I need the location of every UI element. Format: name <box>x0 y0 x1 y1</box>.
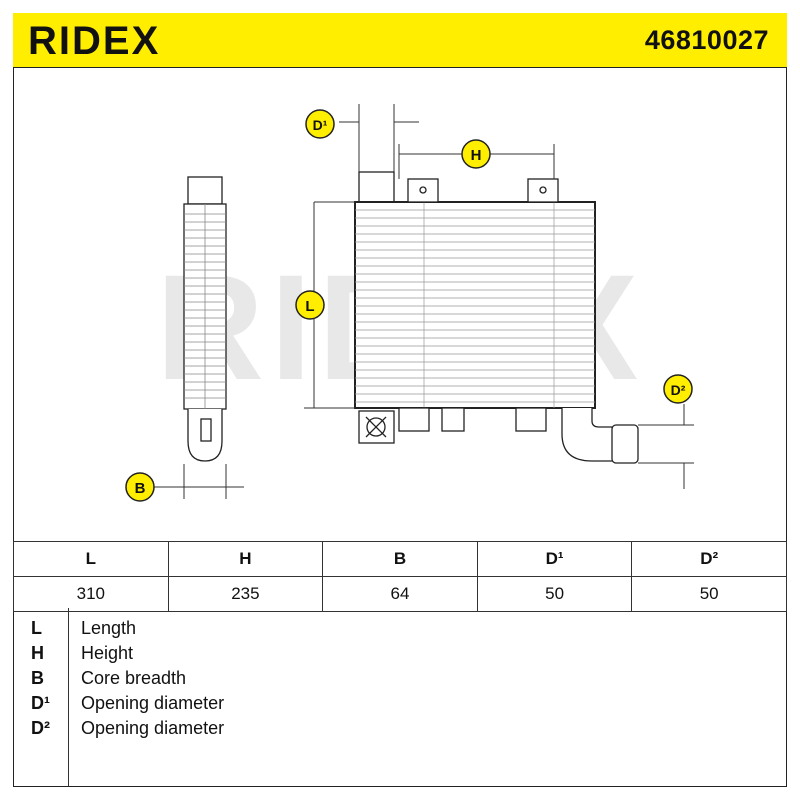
front-view <box>354 171 639 464</box>
legend-key: D¹ <box>31 693 50 713</box>
callout-h-label: H <box>471 147 482 164</box>
legend: L Length H Height B Core breadth D¹ Open… <box>13 608 787 787</box>
legend-key: L <box>31 618 42 638</box>
callout-b: B <box>125 472 155 502</box>
callout-h: H <box>461 139 491 169</box>
legend-label: Core breadth <box>81 668 187 688</box>
callout-d2-label: D² <box>671 382 686 398</box>
callout-l: L <box>295 290 325 320</box>
table-header-cell: L <box>13 541 169 577</box>
table-cell: 235 <box>167 576 324 612</box>
callout-d1-label: D¹ <box>313 117 328 133</box>
table-row: 310 235 64 50 50 <box>13 576 787 612</box>
callout-d1: D¹ <box>305 109 335 139</box>
legend-item: D¹ Opening diameter <box>13 693 713 718</box>
legend-item: L Length <box>13 618 713 643</box>
table-header-cell: D² <box>631 541 787 577</box>
table-header-cell: B <box>322 541 478 577</box>
legend-item: D² Opening diameter <box>13 718 713 743</box>
legend-item: B Core breadth <box>13 668 713 693</box>
part-number: 46810027 <box>644 25 769 55</box>
legend-key: B <box>31 668 44 688</box>
table-header-cell: H <box>167 541 324 577</box>
side-view <box>183 176 227 462</box>
technical-drawing: RIDEX <box>125 104 694 502</box>
table-header-row: L H B D¹ D² <box>13 541 787 577</box>
callout-d2: D² <box>663 374 693 404</box>
legend-key: D² <box>31 718 50 738</box>
table-cell: 64 <box>322 576 478 612</box>
legend-key: H <box>31 643 44 663</box>
callout-l-label: L <box>305 298 314 315</box>
legend-label: Height <box>81 643 134 663</box>
table-cell: 50 <box>476 576 633 612</box>
legend-label: Length <box>81 618 137 638</box>
legend-label: Opening diameter <box>81 718 225 738</box>
legend-label: Opening diameter <box>81 693 225 713</box>
legend-item: H Height <box>13 643 713 668</box>
dimensions-table: L H B D¹ D² 310 235 64 50 50 <box>13 541 787 612</box>
legend-divider <box>68 608 69 786</box>
callout-b-label: B <box>135 480 146 497</box>
table-header-cell: D¹ <box>476 541 633 577</box>
header-bar: RIDEX 46810027 <box>13 13 787 68</box>
table-cell: 310 <box>13 576 169 612</box>
table-cell: 50 <box>631 576 787 612</box>
brand-logo: RIDEX <box>28 19 161 63</box>
